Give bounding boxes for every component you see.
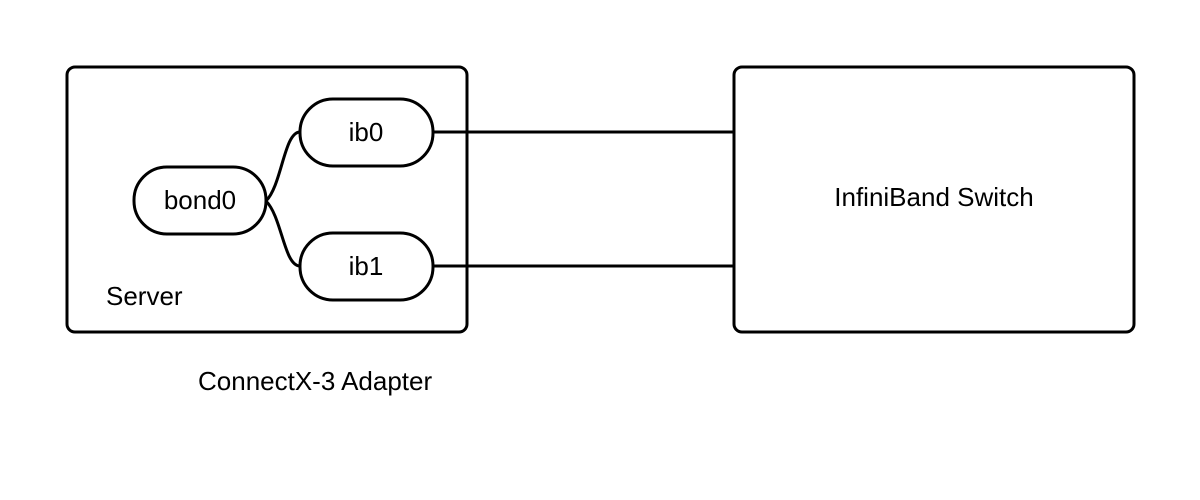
switch-box [732,65,1136,334]
bond-to-ib1-link [264,199,301,268]
ib0-node: ib0 [298,97,435,168]
bond0-label: bond0 [164,185,236,215]
server-label: Server [106,281,183,311]
adapter-label: ConnectX-3 Adapter [198,366,432,396]
bond0-node: bond0 [132,165,268,236]
ib1-node: ib1 [298,231,435,302]
bond-to-ib0-link [264,130,301,203]
ib0-node-shape [298,97,435,168]
ib0-label: ib0 [349,117,384,147]
ib1-label: ib1 [349,251,384,281]
bond0-node-shape [132,165,268,236]
ib1-node-shape [298,231,435,302]
switch-label: InfiniBand Switch [834,182,1033,212]
